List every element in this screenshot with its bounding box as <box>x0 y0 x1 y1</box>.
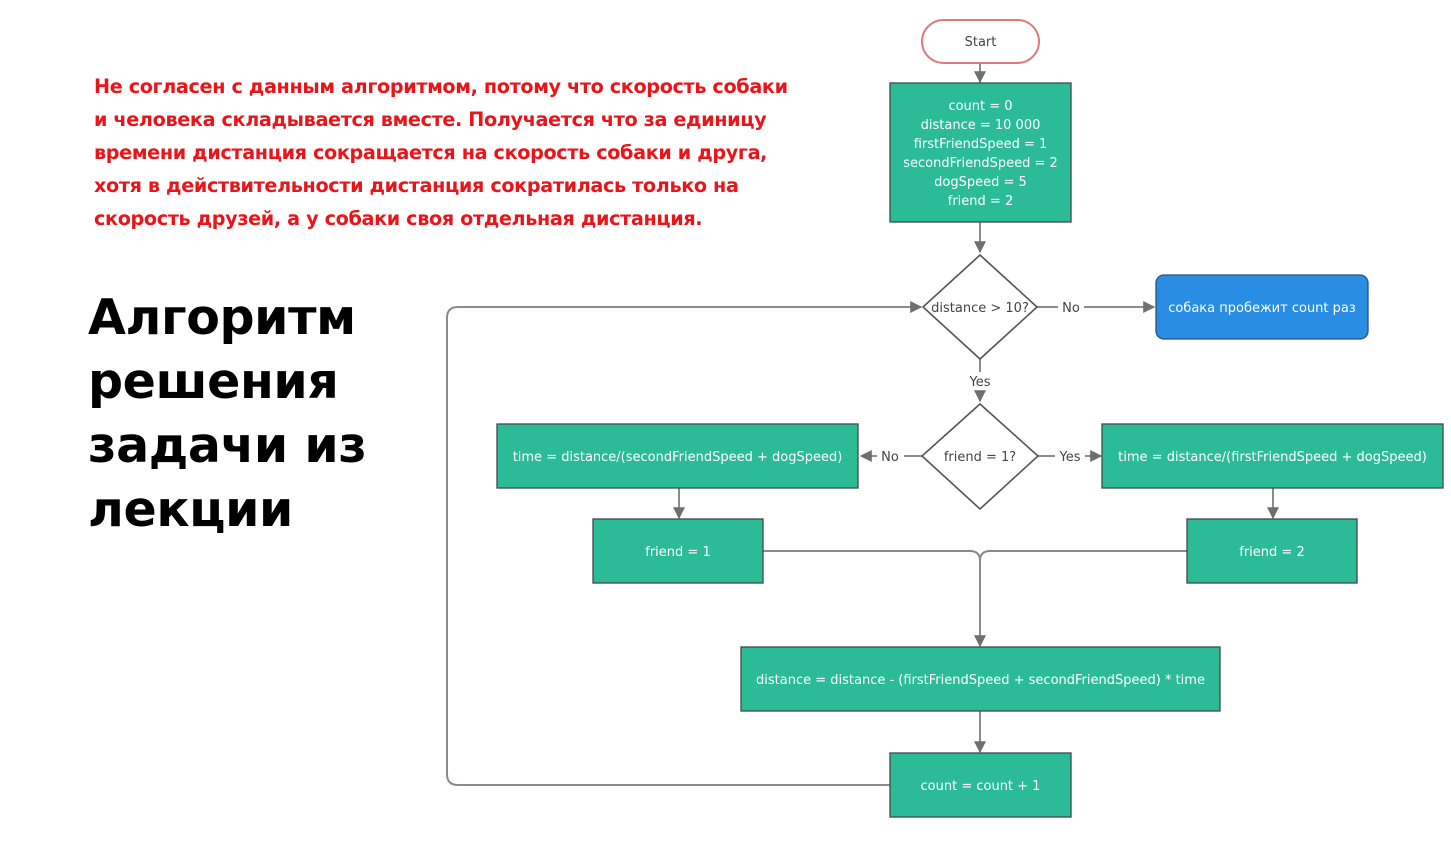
distance-update-node: distance = distance - (firstFriendSpeed … <box>740 646 1221 712</box>
edge-friend2-merge <box>979 550 1187 562</box>
init-line: count = 0 <box>948 99 1012 114</box>
init-node: count = 0 distance = 10 000 firstFriendS… <box>889 82 1072 223</box>
init-line: secondFriendSpeed = 2 <box>903 156 1058 171</box>
note-line: Не согласен с данным алгоритмом, потому … <box>94 75 788 98</box>
friend-condition-label: friend = 1? <box>944 450 1016 465</box>
loop-condition-label: distance > 10? <box>931 301 1029 316</box>
count-update-label: count = count + 1 <box>921 779 1041 794</box>
connectors <box>446 63 1279 786</box>
init-line: friend = 2 <box>948 194 1013 209</box>
friend-condition-diamond <box>920 402 1040 511</box>
time-first-node: time = distance/(firstFriendSpeed + dogS… <box>1101 423 1444 489</box>
distance-update-label: distance = distance - (firstFriendSpeed … <box>756 673 1205 688</box>
result-node: собака пробежит count раз <box>1155 274 1369 340</box>
note-line: времени дистанция сокращается на скорост… <box>94 141 768 164</box>
note-line: и человека складывается вместе. Получает… <box>94 108 767 131</box>
init-box <box>889 82 1072 223</box>
title-line: задачи из <box>88 417 367 474</box>
loop-no-label: No <box>1062 301 1080 316</box>
disagreement-note: Не согласен с данным алгоритмом, потому … <box>94 70 864 235</box>
title-line: Алгоритм <box>88 289 356 346</box>
start-shape <box>921 19 1040 64</box>
time-second-node: time = distance/(secondFriendSpeed + dog… <box>496 423 859 489</box>
slide-title: Алгоритм решения задачи из лекции <box>88 286 367 542</box>
loop-condition-node: distance > 10? <box>921 253 1039 361</box>
time-second-label: time = distance/(secondFriendSpeed + dog… <box>513 450 843 465</box>
result-box <box>1155 274 1369 340</box>
edge-friend1-merge <box>763 550 981 562</box>
set-friend-1-label: friend = 1 <box>645 545 710 560</box>
title-line: решения <box>88 353 339 410</box>
init-line: firstFriendSpeed = 1 <box>914 137 1048 152</box>
title-line: лекции <box>88 481 293 538</box>
distance-update-box <box>740 646 1221 712</box>
result-label: собака пробежит count раз <box>1168 301 1356 316</box>
loop-yes-label: Yes <box>969 375 991 390</box>
loop-condition-diamond <box>921 253 1039 361</box>
count-update-box <box>889 752 1072 818</box>
set-friend-1-node: friend = 1 <box>592 518 764 584</box>
count-update-node: count = count + 1 <box>889 752 1072 818</box>
start-node: Start <box>921 19 1040 64</box>
set-friend-2-label: friend = 2 <box>1239 545 1304 560</box>
set-friend-2-node: friend = 2 <box>1186 518 1358 584</box>
init-line: distance = 10 000 <box>921 118 1041 133</box>
set-friend-1-box <box>592 518 764 584</box>
set-friend-2-box <box>1186 518 1358 584</box>
friend-no-label: No <box>881 450 899 465</box>
time-first-box <box>1101 423 1444 489</box>
time-first-label: time = distance/(firstFriendSpeed + dogS… <box>1118 450 1427 465</box>
time-second-box <box>496 423 859 489</box>
note-line: скорость друзей, а у собаки своя отдельн… <box>94 207 703 230</box>
edge-loop-back <box>446 301 923 786</box>
init-line: dogSpeed = 5 <box>934 175 1027 190</box>
friend-yes-label: Yes <box>1059 450 1081 465</box>
start-label: Start <box>965 35 997 50</box>
friend-condition-node: friend = 1? <box>920 402 1040 511</box>
note-line: хотя в действительности дистанция сократ… <box>94 174 739 197</box>
